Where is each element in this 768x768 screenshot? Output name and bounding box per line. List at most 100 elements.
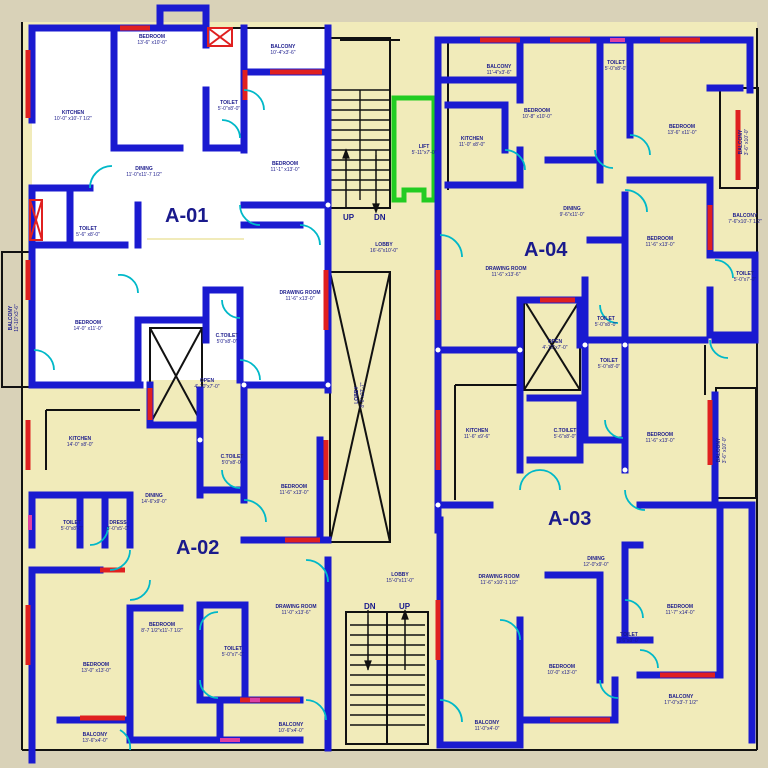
- room-name: TOILET: [620, 632, 638, 638]
- room-label: BALCONY11'-10"x3'-6": [8, 304, 20, 332]
- room-name: BEDROOM: [272, 161, 298, 167]
- room-dimension: 11'-6" x13'-6": [492, 272, 521, 278]
- room-dimension: 5'-6"x8'-0": [554, 434, 577, 440]
- room-name: TOILET: [736, 271, 754, 277]
- room-dimension: 11'-1" x13'-0": [271, 167, 300, 173]
- room-dimension: 11'-6" x9'-6": [464, 434, 490, 440]
- room-name: BEDROOM: [647, 236, 673, 242]
- stair-dn-label: DN: [364, 602, 376, 611]
- room-dimension: 14'-6"x9'-0": [141, 499, 166, 505]
- room-name: BEDROOM: [83, 662, 109, 668]
- room-name: BALCONY: [733, 213, 758, 219]
- room-dimension: 11'-0" x8'-0": [459, 142, 485, 148]
- room-name: BALCONY: [8, 305, 14, 330]
- stair-up-label: UP: [343, 213, 355, 222]
- room-dimension: 5'-0"x7'-0": [734, 277, 757, 283]
- room-name: BEDROOM: [149, 622, 175, 628]
- room-name: OPEN: [200, 378, 215, 384]
- room-name: KITCHEN: [466, 428, 489, 434]
- room-dimension: 5'-0"x8'-0": [595, 322, 618, 328]
- room-dimension: 11'-4"x3'-6": [487, 70, 512, 76]
- room-name: C.TOILET: [221, 454, 244, 460]
- apartment-label-a03: A-03: [548, 508, 591, 530]
- room-name: TOILET: [79, 226, 97, 232]
- room-dimension: 11'-6" x10'-1 1/2": [480, 580, 518, 586]
- room-dimension: 11'-0" x13'-6": [282, 610, 311, 616]
- room-name: DRAWING ROOM: [485, 266, 526, 272]
- lift-shaft: [391, 95, 437, 203]
- room-dimension: 4'-10"x7'-0": [194, 384, 219, 390]
- room-name: BEDROOM: [647, 432, 673, 438]
- room-dimension: 11'-0"x11'-7 1/2": [126, 172, 162, 178]
- room-name: BALCONY: [279, 722, 304, 728]
- room-name: DRAWING ROOM: [275, 604, 316, 610]
- cross-markers: [29, 27, 233, 241]
- room-name: BEDROOM: [524, 108, 550, 114]
- room-name: DRAWING ROOM: [478, 574, 519, 580]
- room-dimension: 3'-0"x5'-0": [107, 526, 130, 532]
- room-name: BALCONY: [271, 44, 296, 50]
- room-name: LOBBY: [354, 386, 360, 404]
- apartment-label-a02: A-02: [176, 537, 219, 559]
- room-dimension: 11'-6" x13'-0": [646, 438, 675, 444]
- stair-dn-label: DN: [374, 213, 386, 222]
- room-name: BALCONY: [487, 64, 512, 70]
- room-dimension: 13'-6" x10'-0": [137, 40, 167, 46]
- room-name: BALCONY: [475, 720, 500, 726]
- outlines: [1, 22, 759, 751]
- room-name: LOBBY: [375, 242, 393, 248]
- room-name: BEDROOM: [667, 604, 693, 610]
- room-dimension: 5'-0"x7'-0": [222, 652, 245, 658]
- stairs-bottom: [350, 610, 425, 726]
- room-name: LOBBY: [391, 572, 409, 578]
- room-dimension: 13'-0" x13'-0": [81, 668, 111, 674]
- room-name: DINING: [145, 493, 163, 499]
- room-name: TOILET: [63, 520, 81, 526]
- room-dimension: 15'-0"x11'-0": [386, 578, 414, 584]
- room-name: DRAWING ROOM: [279, 290, 320, 296]
- room-name: OPEN: [548, 339, 563, 345]
- room-label: BALCONY3'-6" x10'-0": [738, 128, 750, 155]
- room-dimension: 5'-6" x8'-0": [76, 232, 100, 238]
- room-label: LOBBY8'-0"x22'-7": [354, 382, 366, 407]
- stair-labels: UP DN DN UP: [343, 213, 411, 611]
- room-name: BALCONY: [738, 129, 744, 154]
- room-dimension: 11'-0"x4'-0": [475, 726, 500, 732]
- room-dimension: 11'-10"x3'-6": [14, 304, 20, 332]
- room-label: BALCONY3'-6" x10'-0": [716, 436, 728, 463]
- room-dimension: 11'-6" x13'-0": [286, 296, 315, 302]
- room-dimension: 7'-6"x10'-7 1/2": [728, 219, 762, 225]
- room-name: TOILET: [220, 100, 238, 106]
- room-dimension: 13'-6"x4'-0": [82, 738, 107, 744]
- room-dimension: 5'0"x8'-0": [217, 339, 238, 345]
- room-name: BEDROOM: [669, 124, 695, 130]
- room-name: KITCHEN: [62, 110, 85, 116]
- room-dimension: 8'-0"x22'-7": [360, 382, 366, 407]
- room-dimension: 3'-6" x10'-0": [722, 436, 728, 463]
- room-dimension: 5'-11"x7'-0": [412, 150, 437, 156]
- room-name: KITCHEN: [69, 436, 92, 442]
